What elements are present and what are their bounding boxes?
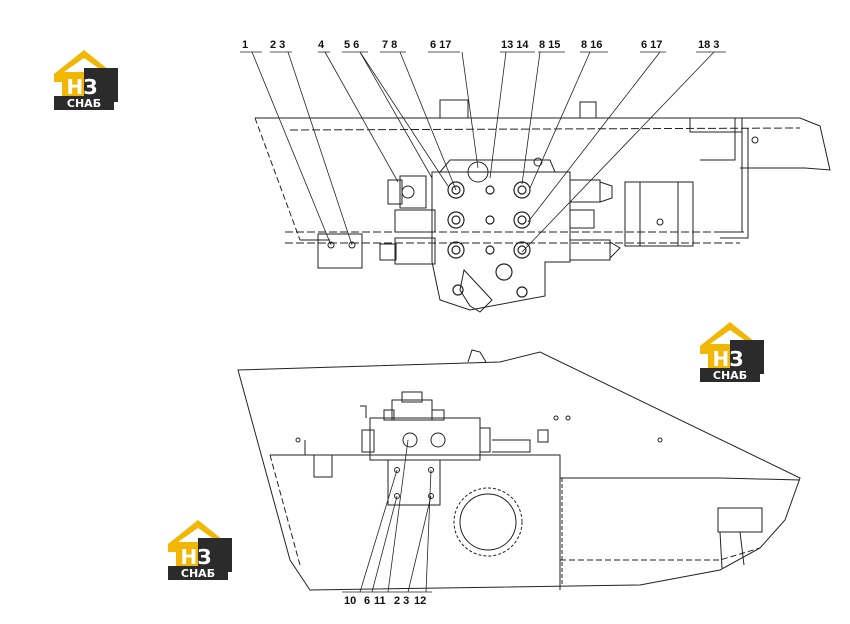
- callout-2-3: 2 3: [394, 595, 409, 607]
- callout-5-6: 5 6: [344, 39, 359, 51]
- callout-4: 4: [318, 39, 325, 51]
- callout-6-17-left: 6 17: [430, 39, 451, 51]
- logo-word: СНАБ: [67, 97, 101, 110]
- callout-1: 1: [242, 39, 248, 51]
- logo-letters: НЗ: [713, 347, 744, 371]
- callout-6-17-right: 6 17: [641, 39, 662, 51]
- logo-top-left: НЗ СНАБ: [54, 50, 118, 110]
- callout-2-3: 2 3: [270, 39, 285, 51]
- callout-6: 6: [364, 595, 370, 607]
- side-view-callouts: 10 6 11 2 3 12: [344, 595, 426, 607]
- callout-13-14: 13 14: [501, 39, 529, 51]
- top-view-callouts: 1 2 3 4 5 6 7 8 6 17 13 14 8 15 8 16 6 1…: [242, 39, 719, 51]
- side-view-leaders: [342, 439, 432, 593]
- logo-bottom-left: НЗ СНАБ: [168, 520, 232, 580]
- callout-8-15: 8 15: [539, 39, 560, 51]
- logo-word: СНАБ: [713, 369, 747, 382]
- callout-12: 12: [414, 595, 426, 607]
- logo-word: СНАБ: [181, 567, 215, 580]
- top-view-leaders: [240, 51, 726, 253]
- logo-middle-right: НЗ СНАБ: [700, 322, 764, 382]
- callout-11: 11: [374, 595, 386, 607]
- callout-10: 10: [344, 595, 356, 607]
- side-view-drawing: [237, 349, 801, 591]
- callout-7-8: 7 8: [382, 39, 397, 51]
- callout-18-3: 18 3: [698, 39, 719, 51]
- top-view-drawing: [254, 99, 831, 313]
- logo-letters: НЗ: [67, 75, 98, 99]
- logo-letters: НЗ: [181, 545, 212, 569]
- callout-8-16: 8 16: [581, 39, 602, 51]
